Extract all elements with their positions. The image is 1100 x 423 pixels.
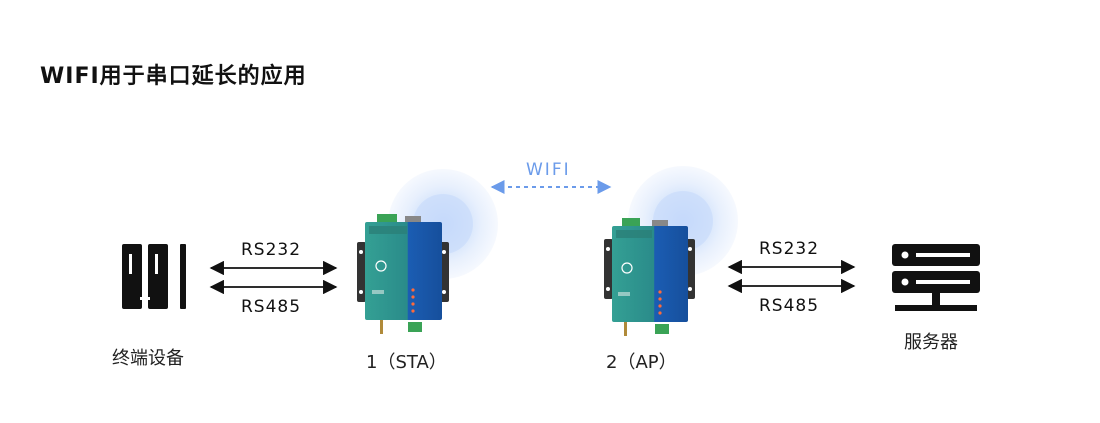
device-2-ap — [604, 218, 695, 336]
left-rs485-label: RS485 — [241, 297, 302, 317]
server-icon — [892, 244, 980, 311]
page-title: WIFI用于串口延长的应用 — [40, 64, 307, 89]
server-label: 服务器 — [904, 332, 958, 353]
right-rs485-label: RS485 — [759, 296, 820, 316]
left-rs232-label: RS232 — [241, 240, 302, 260]
terminal-device-label: 终端设备 — [112, 348, 184, 369]
node-1-label: 1（STA） — [366, 352, 447, 373]
wifi-label: WIFI — [526, 160, 571, 180]
node-2-label: 2（AP） — [606, 352, 677, 373]
right-rs232-label: RS232 — [759, 239, 820, 259]
terminal-device-icon — [122, 244, 186, 309]
device-1-sta — [357, 214, 449, 334]
